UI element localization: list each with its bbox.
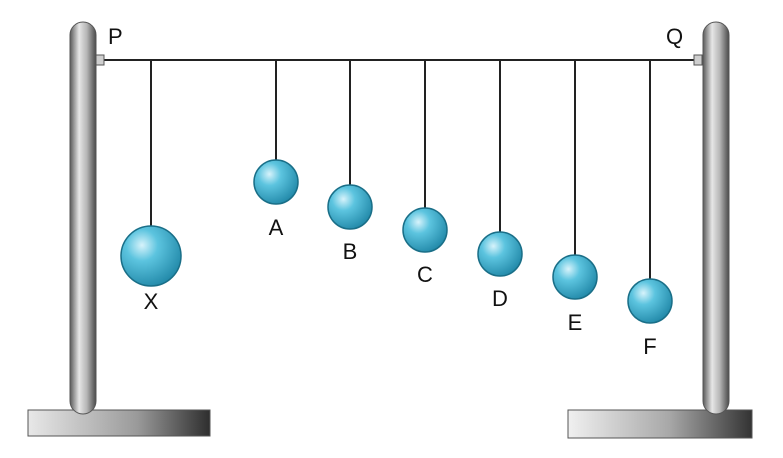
label-e: E [568,310,583,335]
bob-e [552,254,598,300]
pendulum-d: D [477,60,523,311]
pendulum-f: F [627,60,673,359]
bob-a [253,159,299,205]
left-clamp [95,54,105,66]
label-b: B [343,239,358,264]
bob-f [627,278,673,324]
pendulum-c: C [402,60,448,287]
label-a: A [269,215,284,240]
bob-d [477,231,523,277]
left-base [27,409,211,437]
left-pole [69,21,97,415]
pendulum-a: A [253,60,299,240]
pendulum-b: B [327,60,373,264]
bob-x [120,225,182,287]
right-base [567,409,753,439]
label-f: F [643,334,656,359]
pendulum-e: E [552,60,598,335]
label-d: D [492,286,508,311]
label-p: P [108,24,123,49]
label-q: Q [666,24,683,49]
bob-c [402,207,448,253]
label-c: C [417,262,433,287]
pendulum-x: X [120,60,182,314]
bob-b [327,184,373,230]
right-clamp [693,54,703,66]
right-pole [702,21,730,415]
label-x: X [144,289,159,314]
